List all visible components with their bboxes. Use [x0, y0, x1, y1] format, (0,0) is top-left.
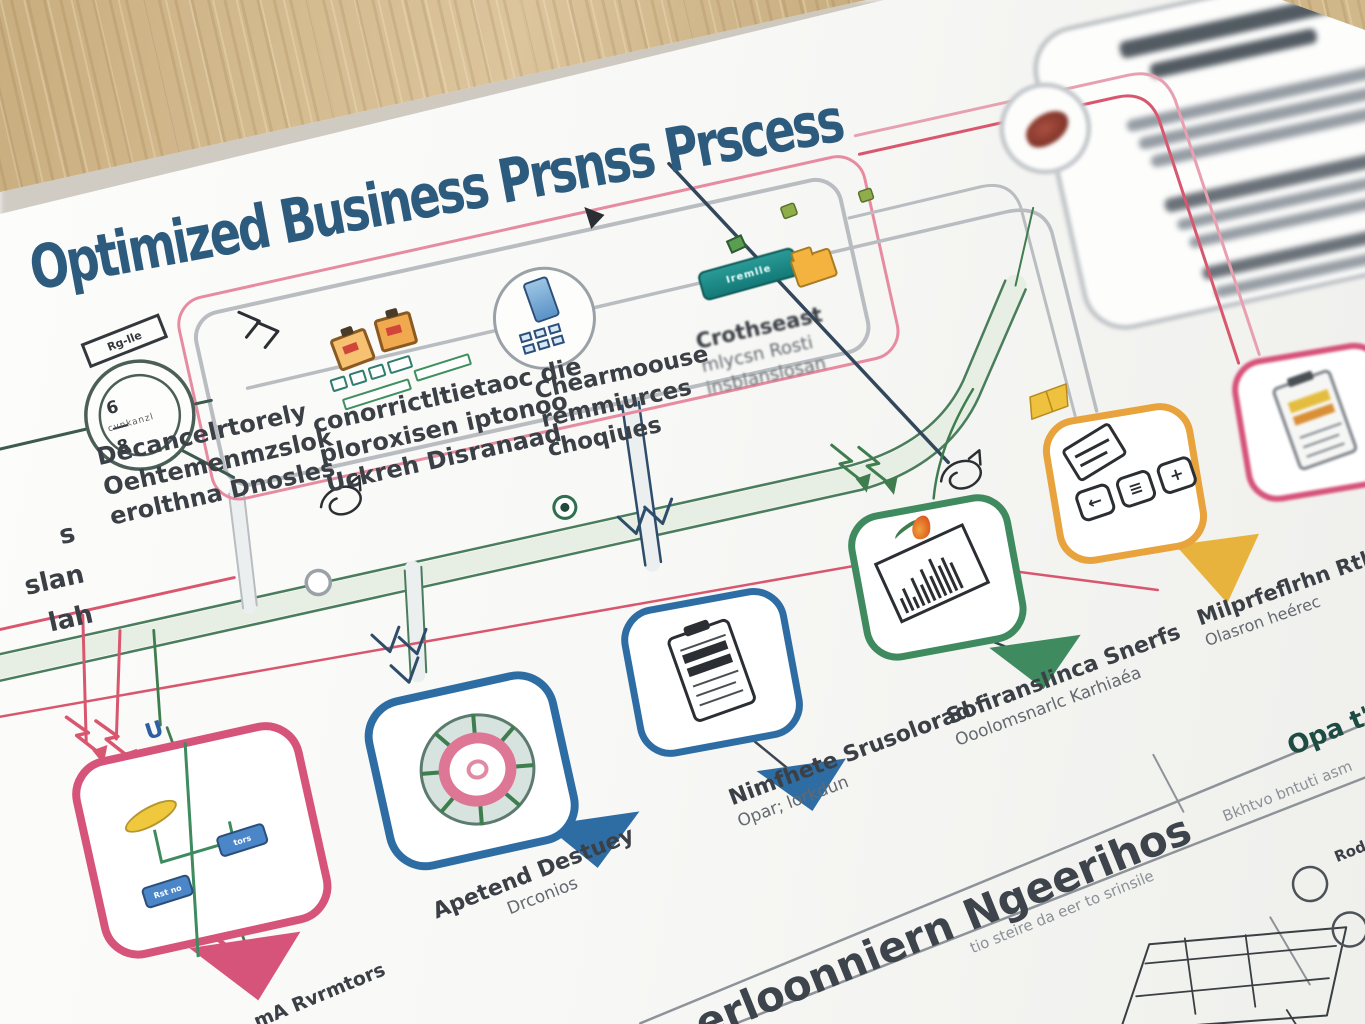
clipboard-node [615, 582, 809, 763]
donut-target-icon [408, 702, 547, 837]
document-icon [1270, 368, 1359, 472]
key-lines-icon: ≡ [1113, 467, 1159, 510]
key-plus-icon: + [1154, 454, 1199, 497]
org-chip: tors [215, 822, 270, 859]
key-back-icon: ← [1073, 481, 1118, 524]
clipboard-document-icon [665, 617, 758, 724]
bar-chart-icon [873, 522, 991, 624]
note-card-icon [1060, 421, 1129, 484]
org-root-icon [120, 793, 182, 839]
document-node [1227, 338, 1365, 507]
barchart-node [842, 488, 1033, 667]
org-chip: Rst no [140, 873, 195, 910]
flame-icon [910, 514, 932, 541]
calculator-node: ← ≡ + [1037, 398, 1213, 570]
